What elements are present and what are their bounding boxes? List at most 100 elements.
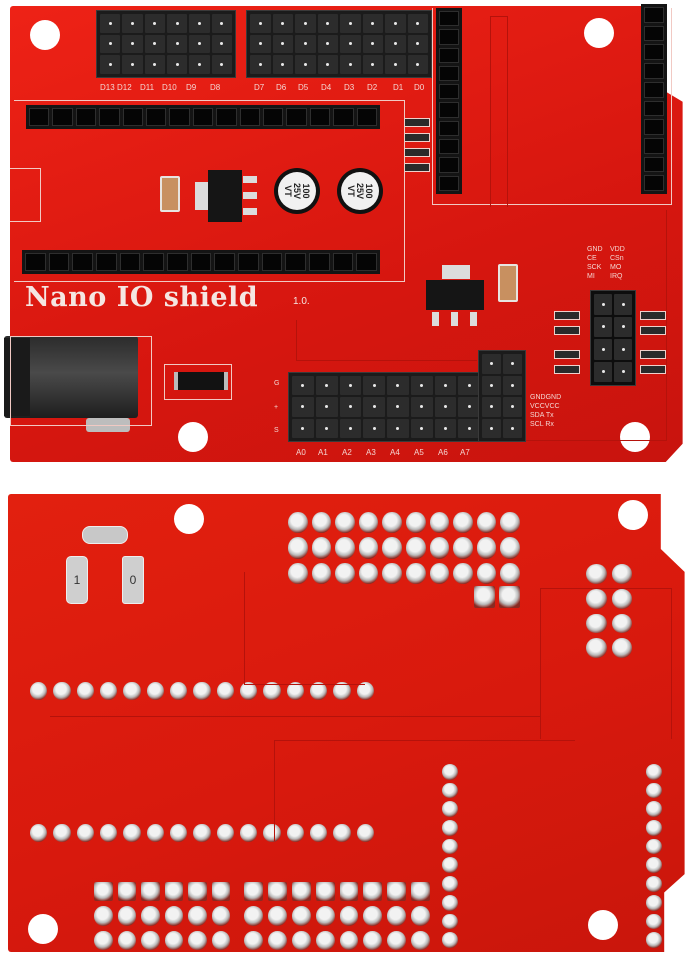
jumper-pad-1: 1 bbox=[66, 556, 88, 604]
label-d0: D0 bbox=[414, 83, 425, 92]
xbee-socket-right bbox=[641, 4, 667, 194]
label-d11: D11 bbox=[140, 83, 155, 92]
electrolytic-capacitor-2: 100 25V VT bbox=[337, 168, 383, 214]
label-a7: A7 bbox=[460, 448, 470, 457]
pad-row-nano-bottom bbox=[30, 824, 374, 842]
mounting-hole bbox=[618, 500, 648, 530]
voltage-regulator bbox=[208, 170, 242, 222]
label-a3: A3 bbox=[366, 448, 376, 457]
mounting-hole bbox=[588, 910, 618, 940]
pcb-trace bbox=[540, 588, 672, 739]
xbee-outline bbox=[432, 8, 672, 205]
resistor bbox=[554, 326, 580, 335]
usb-footprint bbox=[10, 168, 41, 222]
nrf24-socket bbox=[590, 290, 636, 386]
resistor bbox=[640, 311, 666, 320]
mounting-hole bbox=[174, 504, 204, 534]
digital-header-d7-d0 bbox=[246, 10, 432, 78]
mounting-hole bbox=[178, 422, 208, 452]
resistor-array bbox=[404, 133, 430, 142]
pad-array-extra bbox=[474, 586, 520, 608]
regulator-pin bbox=[451, 312, 458, 326]
pad-row-nano-top bbox=[30, 682, 374, 700]
i2c-serial-header bbox=[478, 350, 526, 442]
label-a5: A5 bbox=[414, 448, 424, 457]
regulator-tab bbox=[442, 265, 470, 279]
regulator-pin bbox=[243, 176, 257, 183]
label-a1: A1 bbox=[318, 448, 328, 457]
analog-header-a0-a7 bbox=[288, 372, 484, 442]
pcb-trace bbox=[296, 320, 477, 361]
jumper-pad-0: 0 bbox=[122, 556, 144, 604]
pcb-trace bbox=[274, 740, 575, 841]
label-s: S bbox=[274, 427, 279, 434]
label-gnd-gnd: GNDGND bbox=[530, 394, 562, 401]
label-d5: D5 bbox=[298, 83, 309, 92]
resistor bbox=[554, 365, 580, 374]
label-d1: D1 bbox=[393, 83, 404, 92]
jumper-label-1: 1 bbox=[73, 573, 81, 587]
jumper-label-0: 0 bbox=[129, 573, 137, 587]
board-title: Nano IO shield bbox=[25, 282, 259, 313]
resistor bbox=[640, 350, 666, 359]
label-gnd: GND bbox=[587, 246, 603, 253]
digital-header-d13-d8 bbox=[96, 10, 236, 78]
label-sck: SCK bbox=[587, 264, 602, 271]
resistor-array bbox=[404, 148, 430, 157]
cap-value: 100 bbox=[301, 183, 312, 199]
label-a2: A2 bbox=[342, 448, 352, 457]
diode-outline bbox=[164, 364, 232, 400]
label-d13: D13 bbox=[100, 83, 115, 92]
nano-socket-top bbox=[26, 105, 380, 129]
pad-column-xbee-right bbox=[646, 764, 662, 948]
regulator-pin bbox=[243, 192, 257, 199]
resistor-array bbox=[404, 163, 430, 172]
resistor bbox=[640, 326, 666, 335]
regulator-tab bbox=[195, 182, 209, 210]
label-d6: D6 bbox=[276, 83, 287, 92]
mounting-hole bbox=[30, 20, 60, 50]
regulator-pin bbox=[470, 312, 477, 326]
cap-voltage: 25V bbox=[355, 182, 366, 199]
pcb-trace bbox=[490, 16, 508, 207]
pcb-trace bbox=[244, 572, 365, 685]
label-irq: IRQ bbox=[610, 273, 623, 280]
label-d8: D8 bbox=[210, 83, 221, 92]
mounting-hole bbox=[28, 914, 58, 944]
label-a6: A6 bbox=[438, 448, 448, 457]
label-vcc-vcc: VCCVCC bbox=[530, 403, 560, 410]
label-mi: MI bbox=[587, 273, 595, 280]
regulator-pin bbox=[432, 312, 439, 326]
resistor-array bbox=[404, 118, 430, 127]
smd-pad bbox=[82, 526, 128, 544]
pad-array-digital-top bbox=[288, 512, 520, 584]
smd-capacitor bbox=[498, 264, 518, 302]
cap-series: VT bbox=[346, 185, 357, 197]
voltage-regulator-2 bbox=[426, 280, 484, 310]
cap-series: VT bbox=[283, 185, 294, 197]
resistor bbox=[554, 311, 580, 320]
mounting-hole bbox=[620, 422, 650, 452]
label-d12: D12 bbox=[117, 83, 132, 92]
pcb-trace bbox=[526, 210, 667, 441]
label-sda-tx: SDA Tx bbox=[530, 412, 554, 419]
label-d4: D4 bbox=[321, 83, 332, 92]
resistor bbox=[554, 350, 580, 359]
pad-array-radio bbox=[586, 564, 632, 658]
nano-outline bbox=[14, 100, 405, 282]
smd-diode bbox=[174, 372, 228, 390]
label-d3: D3 bbox=[344, 83, 355, 92]
cap-value: 100 bbox=[364, 183, 375, 199]
pcb-trace bbox=[50, 700, 541, 717]
label-csn: CSn bbox=[610, 255, 624, 262]
label-g: G bbox=[274, 380, 280, 387]
label-scl-rx: SCL Rx bbox=[530, 421, 554, 428]
dc-jack-outline bbox=[10, 336, 152, 426]
smd-capacitor bbox=[160, 176, 180, 212]
pad-array-bottom-right bbox=[244, 882, 430, 950]
board-version: 1.0. bbox=[293, 296, 310, 307]
label-plus: + bbox=[274, 404, 279, 411]
label-d7: D7 bbox=[254, 83, 265, 92]
label-vdd: VDD bbox=[610, 246, 625, 253]
label-a4: A4 bbox=[390, 448, 400, 457]
